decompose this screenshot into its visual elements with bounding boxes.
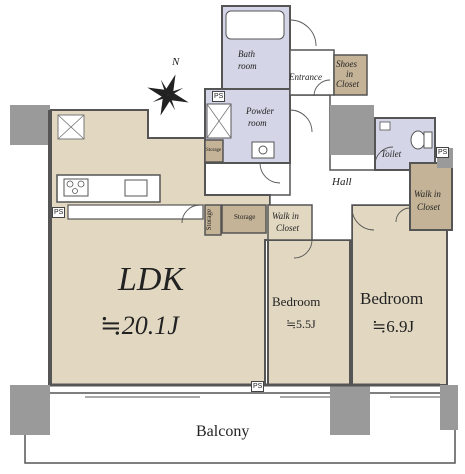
- balcony-floor: [24, 392, 456, 464]
- column-mid-bottom: [330, 385, 370, 435]
- storage-vertical-floor: [204, 204, 222, 236]
- bedroom-large-floor: [351, 204, 448, 386]
- stove: [63, 178, 89, 197]
- windows: [85, 392, 440, 398]
- shoes-closet-line1: Shoes: [336, 59, 357, 69]
- column-toilet: [330, 105, 374, 155]
- hall-label: Hall: [332, 176, 352, 188]
- compass-north-label: N: [172, 56, 180, 68]
- shoes-closet-floor: [333, 54, 368, 96]
- ps-label-kitchen: PS: [52, 207, 66, 218]
- walk-in-closet-mid-floor: [267, 204, 313, 241]
- compass-rose: [147, 74, 189, 116]
- storage-tiny-label: Storage: [206, 148, 222, 153]
- toilet-bowl: [410, 130, 426, 150]
- walk-in-closet-right-floor: [409, 162, 453, 231]
- bedroom-large-area: ≒6.9J: [372, 317, 415, 336]
- back-counter: [67, 204, 204, 220]
- bedroom-small-area: ≒5.5J: [286, 317, 316, 331]
- storage-small-label: Storage: [234, 213, 256, 221]
- sink: [251, 141, 275, 159]
- walk-in-closet-mid-line1: Walk in: [272, 211, 299, 221]
- kitchen-sink: [124, 179, 148, 197]
- door-swings: [181, 19, 411, 259]
- shoes-closet-line2: in: [346, 69, 354, 79]
- walk-in-closet-right-line1: Walk in: [414, 189, 441, 199]
- powder-label-line2: room: [248, 118, 267, 128]
- column-right-bottom: [440, 385, 458, 430]
- walk-in-closet-mid-line2: Closet: [276, 223, 300, 233]
- ps-label-powder: PS: [212, 91, 226, 102]
- column-left-top: [10, 105, 50, 145]
- column-left-bottom: [10, 385, 50, 435]
- bathtub: [225, 10, 285, 40]
- balcony-label: Balcony: [196, 423, 250, 440]
- ps-label-bottom: PS: [251, 381, 265, 392]
- storage-small-floor: [221, 204, 267, 234]
- ldk-area: ≒20.1J: [100, 311, 179, 340]
- bath-label-line2: room: [238, 61, 257, 71]
- toilet-label: Toilet: [381, 149, 402, 159]
- ps-label-toilet: PS: [436, 147, 450, 158]
- bath-label-line1: Bath: [238, 49, 255, 59]
- entrance-floor: [289, 49, 335, 96]
- bedroom-small-floor: [267, 239, 351, 386]
- walk-in-closet-right-line2: Closet: [417, 202, 441, 212]
- bedroom-small-label: Bedroom: [272, 294, 321, 309]
- storage-vertical-label: Storage: [205, 208, 214, 231]
- powder-label-line1: Powder: [246, 106, 274, 116]
- shoes-closet-line3: Closet: [336, 79, 360, 89]
- storage-tiny-floor: [204, 139, 224, 163]
- ldk-label: LDK: [118, 261, 185, 298]
- entrance-label: Entrance: [289, 72, 322, 82]
- bedroom-large-label: Bedroom: [360, 289, 424, 308]
